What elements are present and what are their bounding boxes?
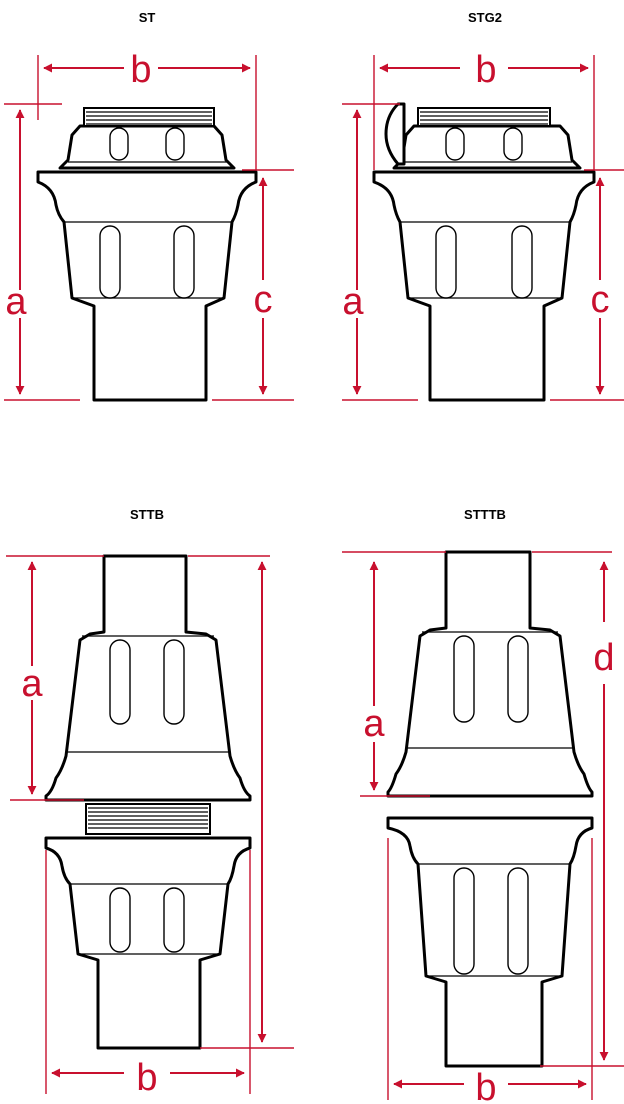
dim-label-c: c: [254, 279, 273, 321]
fitting-body: [36, 170, 258, 402]
dim-label-a: a: [21, 663, 43, 705]
threaded-connector: [85, 803, 211, 835]
fitting-title-sttb: STTB: [130, 507, 164, 522]
fitting-stttb: STTTB a d b: [342, 507, 624, 1104]
fitting-body: [372, 170, 596, 402]
dim-label-a: a: [5, 281, 27, 323]
dim-label-b: b: [136, 1057, 157, 1099]
dim-label-b: b: [475, 1067, 496, 1104]
dim-label-c: c: [591, 279, 610, 321]
dim-label-a: a: [342, 281, 364, 323]
fitting-sttb: STTB a b: [6, 507, 294, 1099]
dim-label-b: b: [130, 49, 151, 91]
lower-body: [44, 836, 252, 1050]
dim-label-d: d: [593, 637, 614, 679]
gasket-tab: [384, 102, 406, 166]
threaded-nut: [58, 107, 236, 170]
upper-body: [386, 550, 594, 798]
fitting-stg2: STG2 a b c: [342, 10, 624, 402]
fitting-title-stg2: STG2: [468, 10, 502, 25]
fitting-title-st: ST: [139, 10, 156, 25]
dim-label-b: b: [475, 49, 496, 91]
upper-body: [44, 554, 252, 802]
fitting-title-stttb: STTTB: [464, 507, 506, 522]
threaded-nut: [384, 102, 582, 170]
fitting-st: ST a b c: [4, 10, 294, 402]
dim-label-a: a: [363, 703, 385, 745]
lower-body: [386, 816, 594, 1068]
